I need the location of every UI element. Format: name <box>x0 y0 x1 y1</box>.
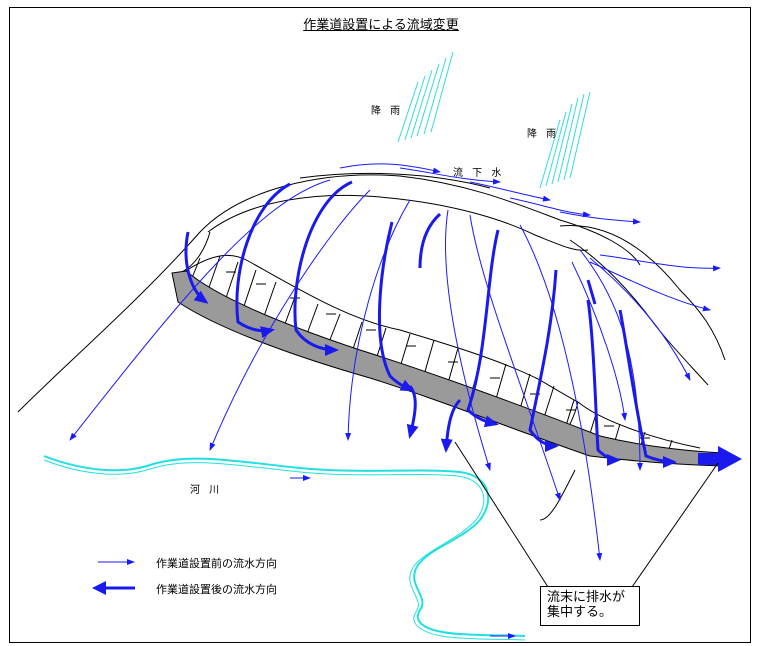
rain-label-right: 降 雨 <box>527 129 560 140</box>
rain-lines-left <box>397 51 454 143</box>
legend-before-label: 作業道設置前の流水方向 <box>156 557 277 570</box>
callout-box: 流末に排水が 集中する。 <box>540 586 640 626</box>
flow-arrows-before <box>69 163 721 639</box>
diagram-title: 作業道設置による流域変更 <box>303 18 459 33</box>
hill-outline <box>17 172 726 521</box>
legend-after-label: 作業道設置後の流水方向 <box>156 583 277 596</box>
river <box>43 455 526 637</box>
flow-arrows-after <box>184 180 677 468</box>
runoff-label: 流 下 水 <box>453 168 505 179</box>
rain-lines-right <box>539 91 591 189</box>
callout-pointer <box>454 441 719 588</box>
river-label: 河 川 <box>190 485 223 496</box>
rain-label-left: 降 雨 <box>371 106 404 117</box>
legend-symbols <box>92 559 135 595</box>
callout-line1: 流末に排水が <box>547 590 626 605</box>
diagram-frame <box>9 7 751 643</box>
outflow-arrow <box>698 446 742 472</box>
callout-line2: 集中する。 <box>547 605 613 620</box>
